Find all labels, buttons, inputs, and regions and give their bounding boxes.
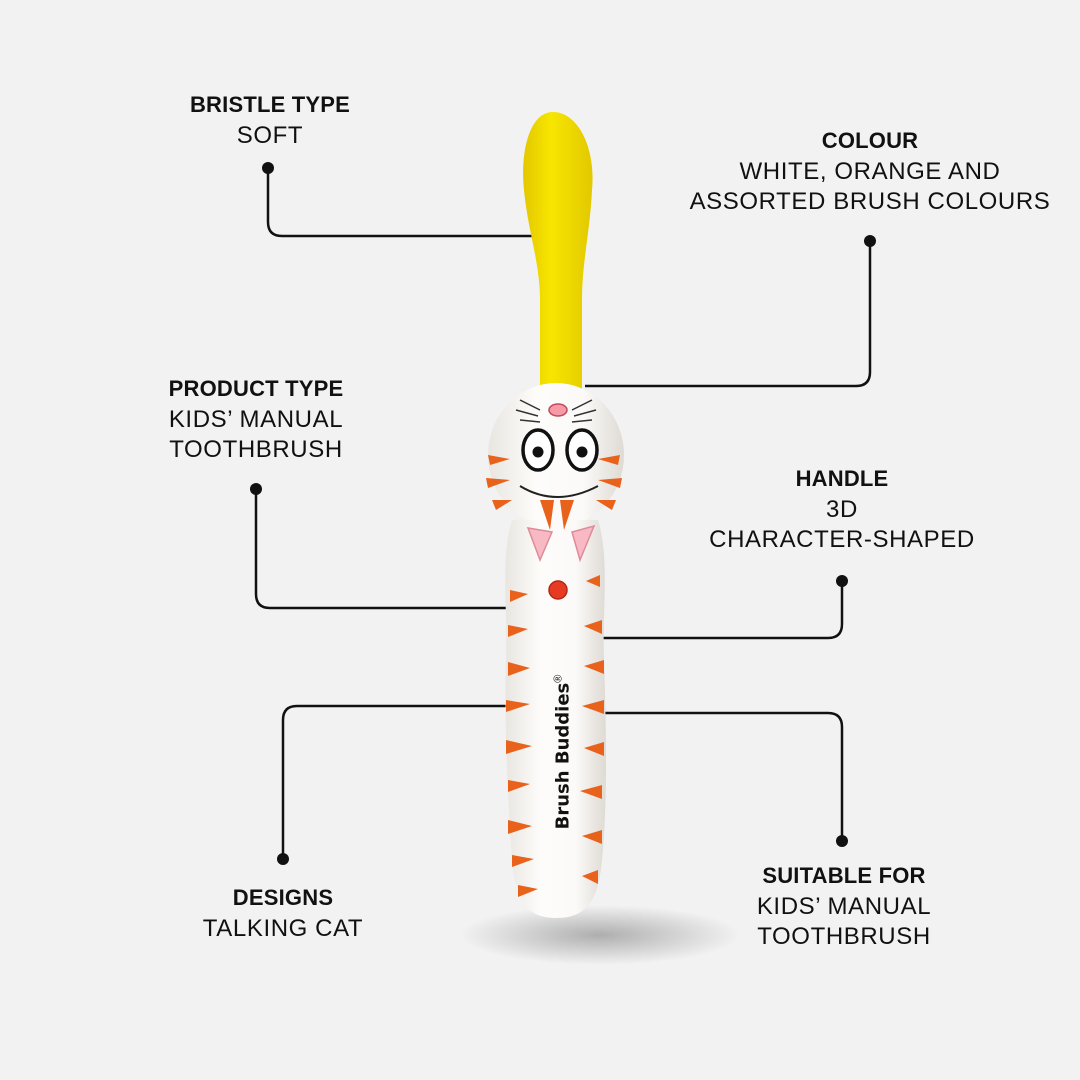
- callout-value: SOFT: [236, 121, 304, 149]
- dot-bristle-type: [262, 162, 274, 174]
- dot-handle: [836, 575, 848, 587]
- callout-value-line2: TOOTHBRUSH: [169, 436, 343, 464]
- cat-eyes: [521, 428, 599, 472]
- callout-value-line1: WHITE, ORANGE AND: [739, 157, 1001, 185]
- brush-head: [523, 112, 593, 392]
- connector-suitable-for: [600, 711, 844, 841]
- brand-name: Brush Buddies: [552, 682, 574, 830]
- callout-value-line1: 3D: [826, 495, 858, 523]
- handle-body: [505, 520, 606, 918]
- callout-suitable-for: SUITABLE FOR KIDS’ MANUAL TOOTHBRUSH: [734, 863, 954, 952]
- orange-stripes: [486, 455, 622, 897]
- red-button: [548, 580, 568, 600]
- callout-title: HANDLE: [795, 466, 889, 491]
- dot-designs: [277, 853, 289, 865]
- callout-title: COLOUR: [821, 128, 919, 153]
- callout-bristle-type: BRISTLE TYPE SOFT: [170, 92, 370, 150]
- cat-head: [488, 383, 624, 527]
- callout-title: BRISTLE TYPE: [189, 92, 351, 117]
- callout-colour: COLOUR WHITE, ORANGE AND ASSORTED BRUSH …: [680, 128, 1060, 217]
- callout-product-type: PRODUCT TYPE KIDS’ MANUAL TOOTHBRUSH: [146, 376, 366, 465]
- callout-value-line2: ASSORTED BRUSH COLOURS: [689, 188, 1051, 216]
- connector-bristle-type: [266, 168, 536, 238]
- callout-value-line2: TOOTHBRUSH: [757, 923, 931, 951]
- dot-product-type: [250, 483, 262, 495]
- connector-colour: [585, 241, 872, 388]
- cat-nose: [548, 403, 568, 417]
- callout-value-line1: KIDS’ MANUAL: [756, 892, 932, 920]
- callout-value-line1: KIDS’ MANUAL: [168, 405, 344, 433]
- connector-designs: [281, 704, 506, 859]
- callout-handle: HANDLE 3D CHARACTER-SHAPED: [692, 466, 992, 555]
- callout-value-line2: CHARACTER-SHAPED: [709, 526, 975, 554]
- floor-shadow: [460, 905, 740, 965]
- connector-product-type: [254, 489, 510, 610]
- cat-whiskers: [515, 399, 597, 423]
- cat-ears: [526, 524, 596, 563]
- dot-suitable-for: [836, 835, 848, 847]
- callout-title: DESIGNS: [232, 885, 334, 910]
- dot-colour: [864, 235, 876, 247]
- callout-title: PRODUCT TYPE: [168, 376, 344, 401]
- callout-value: TALKING CAT: [202, 914, 364, 942]
- connector-handle: [598, 581, 844, 640]
- registered-mark: ®: [552, 674, 565, 683]
- cat-mouth: [519, 485, 599, 498]
- callout-title: SUITABLE FOR: [762, 863, 926, 888]
- callout-designs: DESIGNS TALKING CAT: [178, 885, 388, 943]
